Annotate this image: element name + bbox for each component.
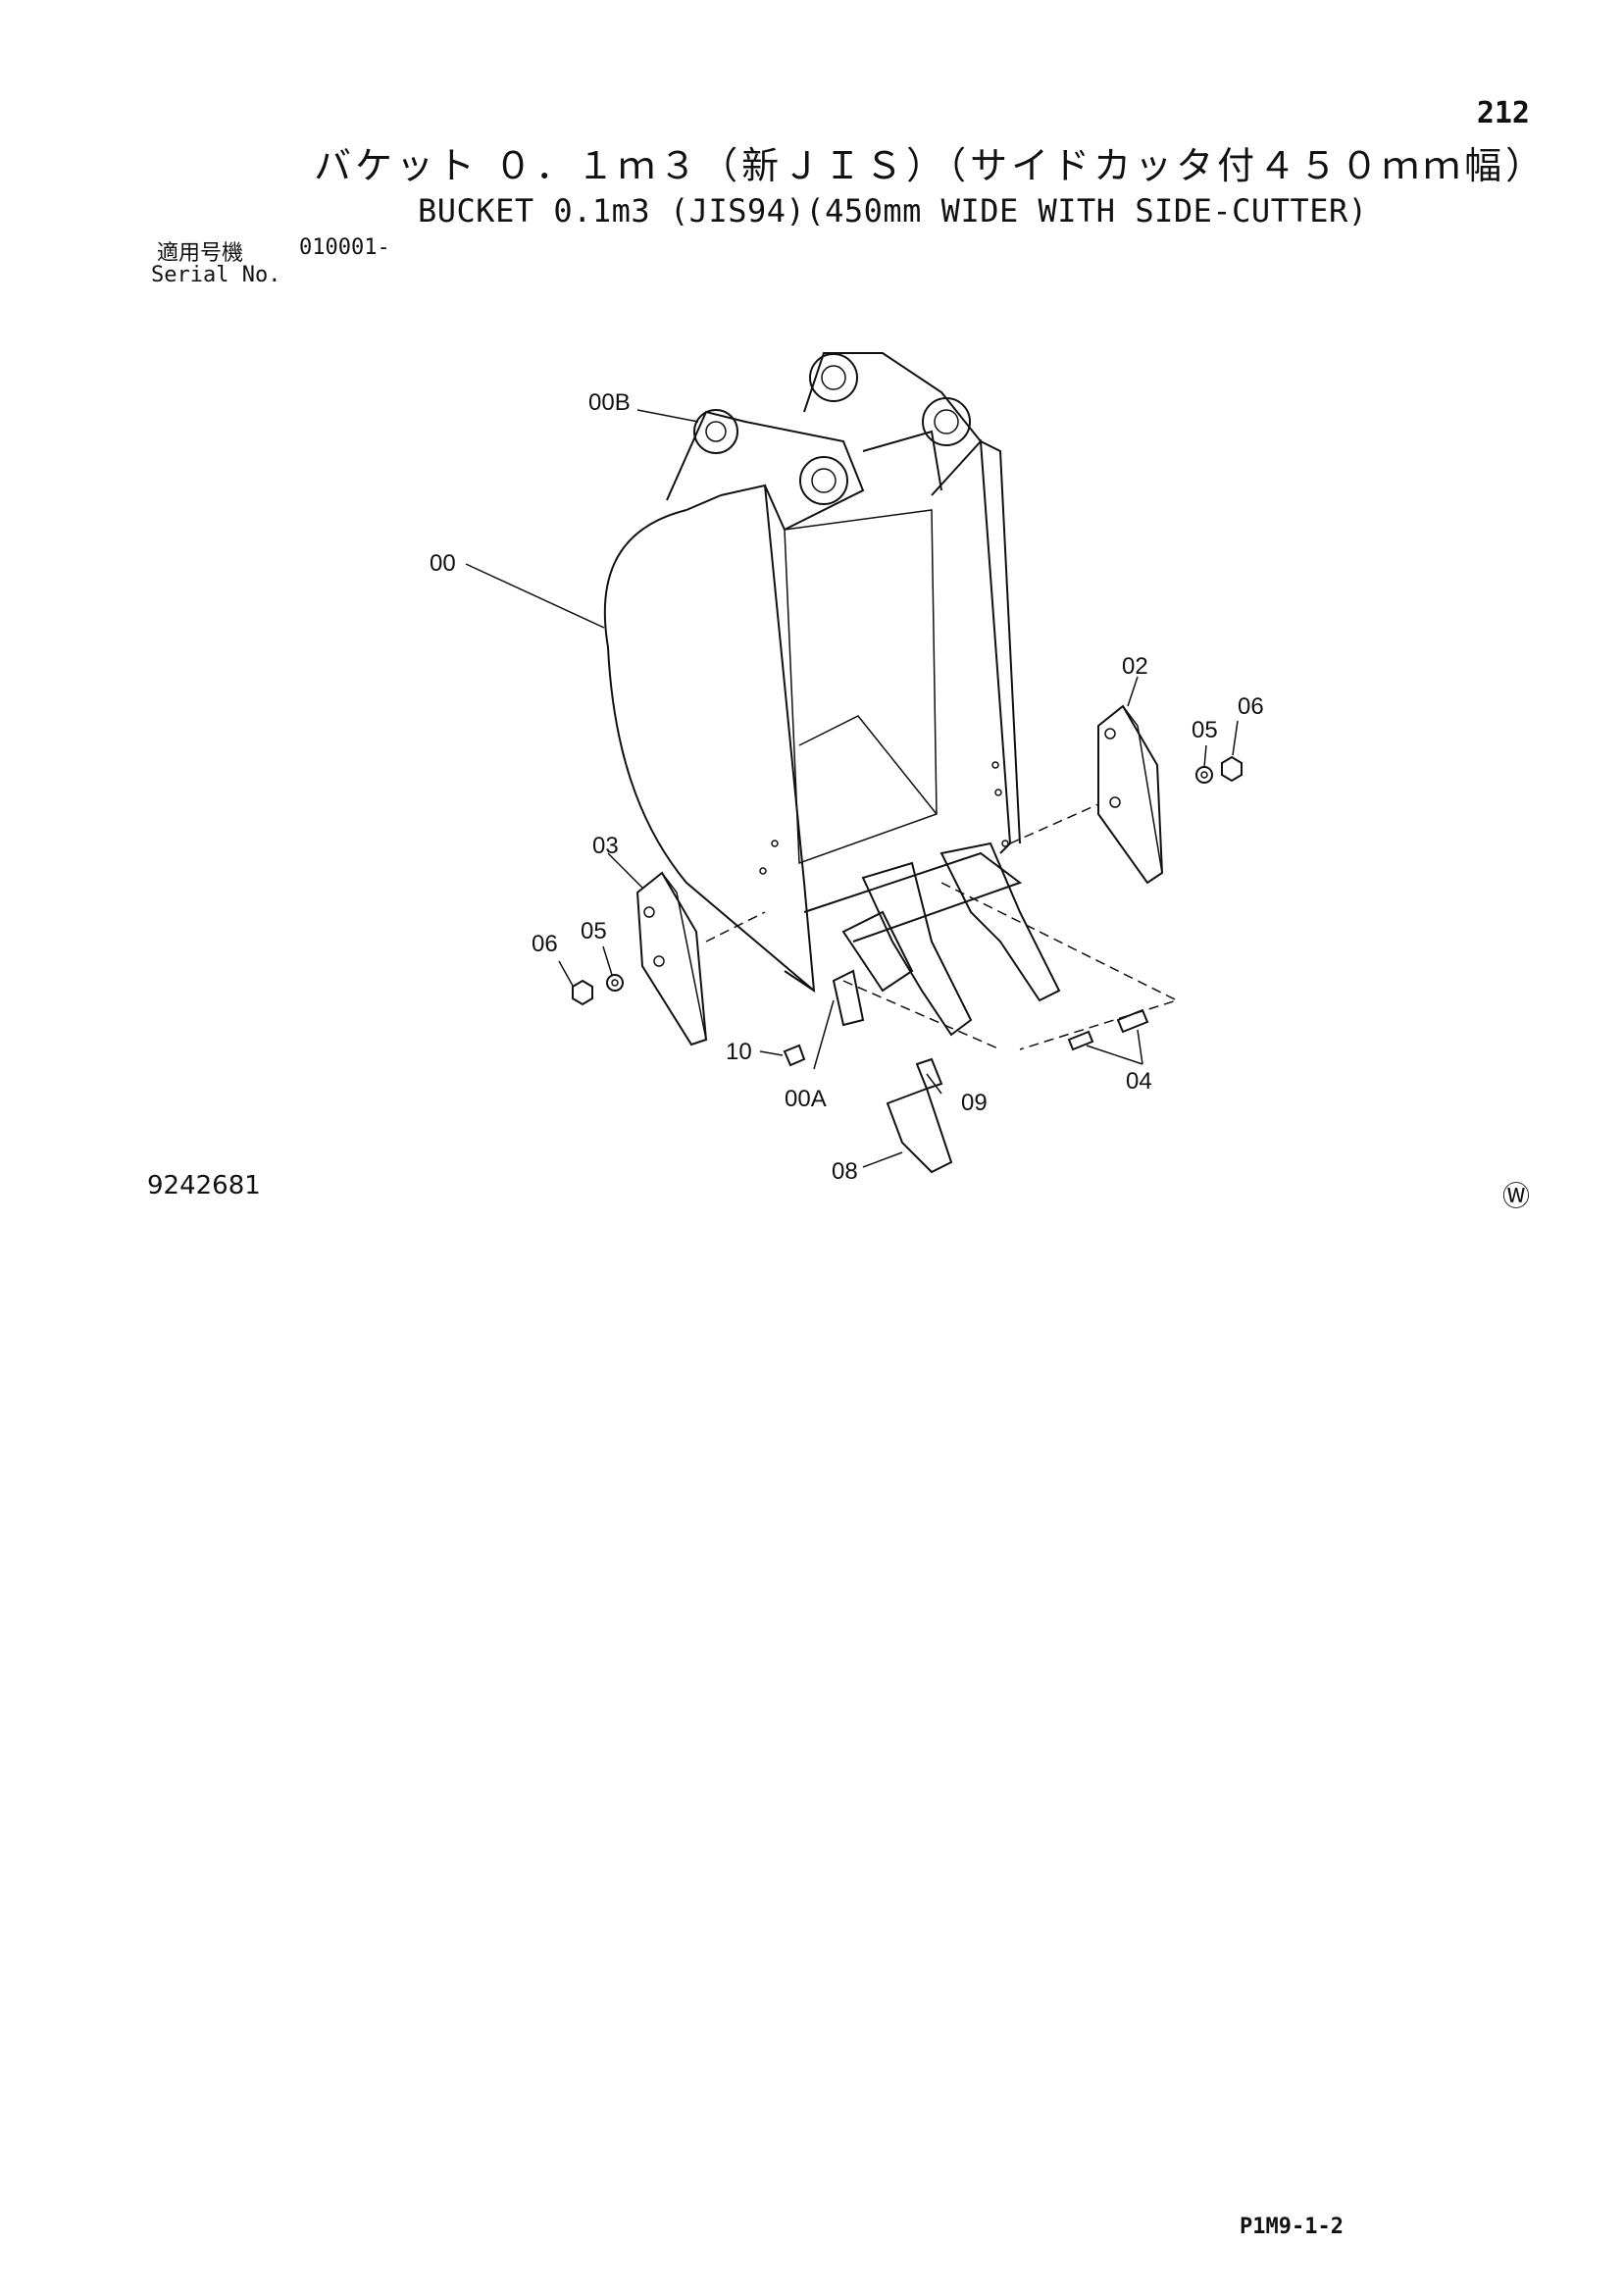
- part-labels: 00B 00 02 05 06 03 06 05 10 00A 09 04 08: [430, 389, 1264, 1185]
- label-04: 04: [1126, 1068, 1152, 1095]
- side-holes: [759, 761, 1009, 875]
- label-03: 03: [592, 833, 619, 859]
- copyright-mark: Ⓦ: [1502, 1180, 1531, 1212]
- label-06-right: 06: [1238, 693, 1264, 720]
- page-number: 212: [1476, 96, 1530, 130]
- label-05-right: 05: [1192, 717, 1218, 743]
- side-cutter-right: [1097, 704, 1164, 885]
- title-japanese: バケット ０．１ｍ３（新ＪＩＳ）（サイドカッタ付４５０ｍｍ幅）: [314, 144, 1548, 187]
- dashed-guides: [705, 803, 1179, 1050]
- label-02: 02: [1122, 653, 1148, 680]
- side-cutter-left: [635, 871, 708, 1046]
- label-00A: 00A: [785, 1086, 827, 1112]
- label-10: 10: [726, 1039, 752, 1065]
- label-05-left: 05: [581, 918, 607, 944]
- label-00B: 00B: [588, 389, 631, 416]
- serial-label-english: Serial No.: [151, 263, 281, 287]
- bucket-body: [603, 352, 1023, 993]
- serial-value: 010001-: [299, 235, 390, 260]
- serial-label-japanese: 適用号機: [157, 241, 244, 266]
- title-english: BUCKET 0.1m3 (JIS94)(450mm WIDE WITH SID…: [418, 192, 1368, 230]
- teeth-assembly: [832, 842, 1061, 1037]
- page-code: P1M9-1-2: [1240, 2215, 1344, 2239]
- hardware: [572, 755, 1243, 1174]
- leader-lines: [465, 409, 1239, 1168]
- drawing-number: 9242681: [147, 1171, 261, 1200]
- label-08: 08: [832, 1158, 858, 1185]
- label-00: 00: [430, 550, 456, 577]
- label-06-left: 06: [532, 931, 558, 957]
- label-09: 09: [961, 1090, 988, 1116]
- pin-boss: [693, 353, 971, 505]
